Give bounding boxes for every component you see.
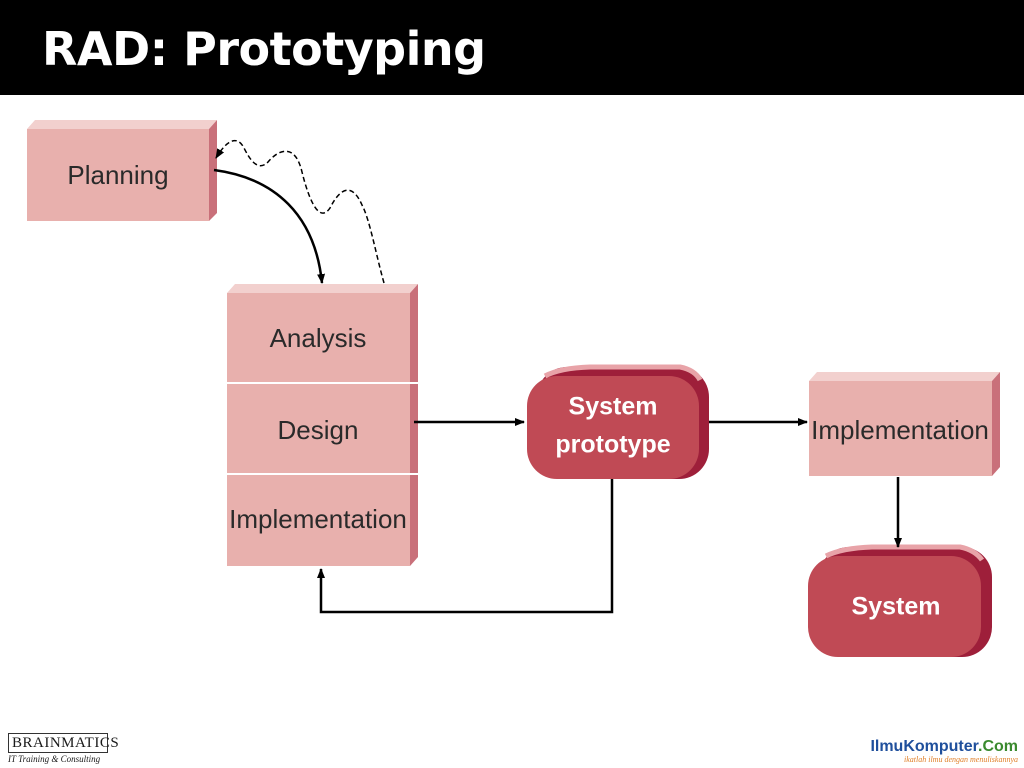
ilmukomputer-logo: IlmuKomputer.Com ikatlah ilmu dengan men… <box>870 738 1018 764</box>
planning-box: Planning <box>27 120 217 221</box>
system-prototype-label-line1: System <box>569 393 658 421</box>
system-box: System <box>808 544 992 657</box>
implementation-loop-label: Implementation <box>229 504 407 534</box>
ilmukomputer-logo-name: IlmuKomputer.Com <box>870 738 1018 755</box>
arrow-analysis-back-to-planning <box>215 139 385 284</box>
title-bar: RAD: Prototyping <box>0 0 1024 95</box>
system-prototype-box: System prototype <box>527 364 709 479</box>
system-label: System <box>852 593 941 621</box>
arrow-prototype-feedback-loop <box>317 479 614 614</box>
planning-label: Planning <box>67 160 168 190</box>
ilmukomputer-logo-tagline: ikatlah ilmu dengan menuliskannya <box>904 755 1018 764</box>
system-prototype-label-line2: prototype <box>555 431 670 459</box>
brainmatics-logo: BRAINMATICS IT Training & Consulting <box>8 733 119 764</box>
slide-title: RAD: Prototyping <box>42 22 486 76</box>
analysis-label: Analysis <box>270 323 367 353</box>
brainmatics-logo-name: BRAINMATICS <box>8 733 119 753</box>
implementation-final-label: Implementation <box>811 415 989 445</box>
arrow-planning-to-analysis <box>213 168 326 284</box>
implementation-final-box: Implementation <box>809 372 1000 476</box>
iterative-stack: Analysis Design Implementation <box>227 284 418 566</box>
design-label: Design <box>278 415 359 445</box>
brainmatics-logo-tagline: IT Training & Consulting <box>8 754 101 764</box>
